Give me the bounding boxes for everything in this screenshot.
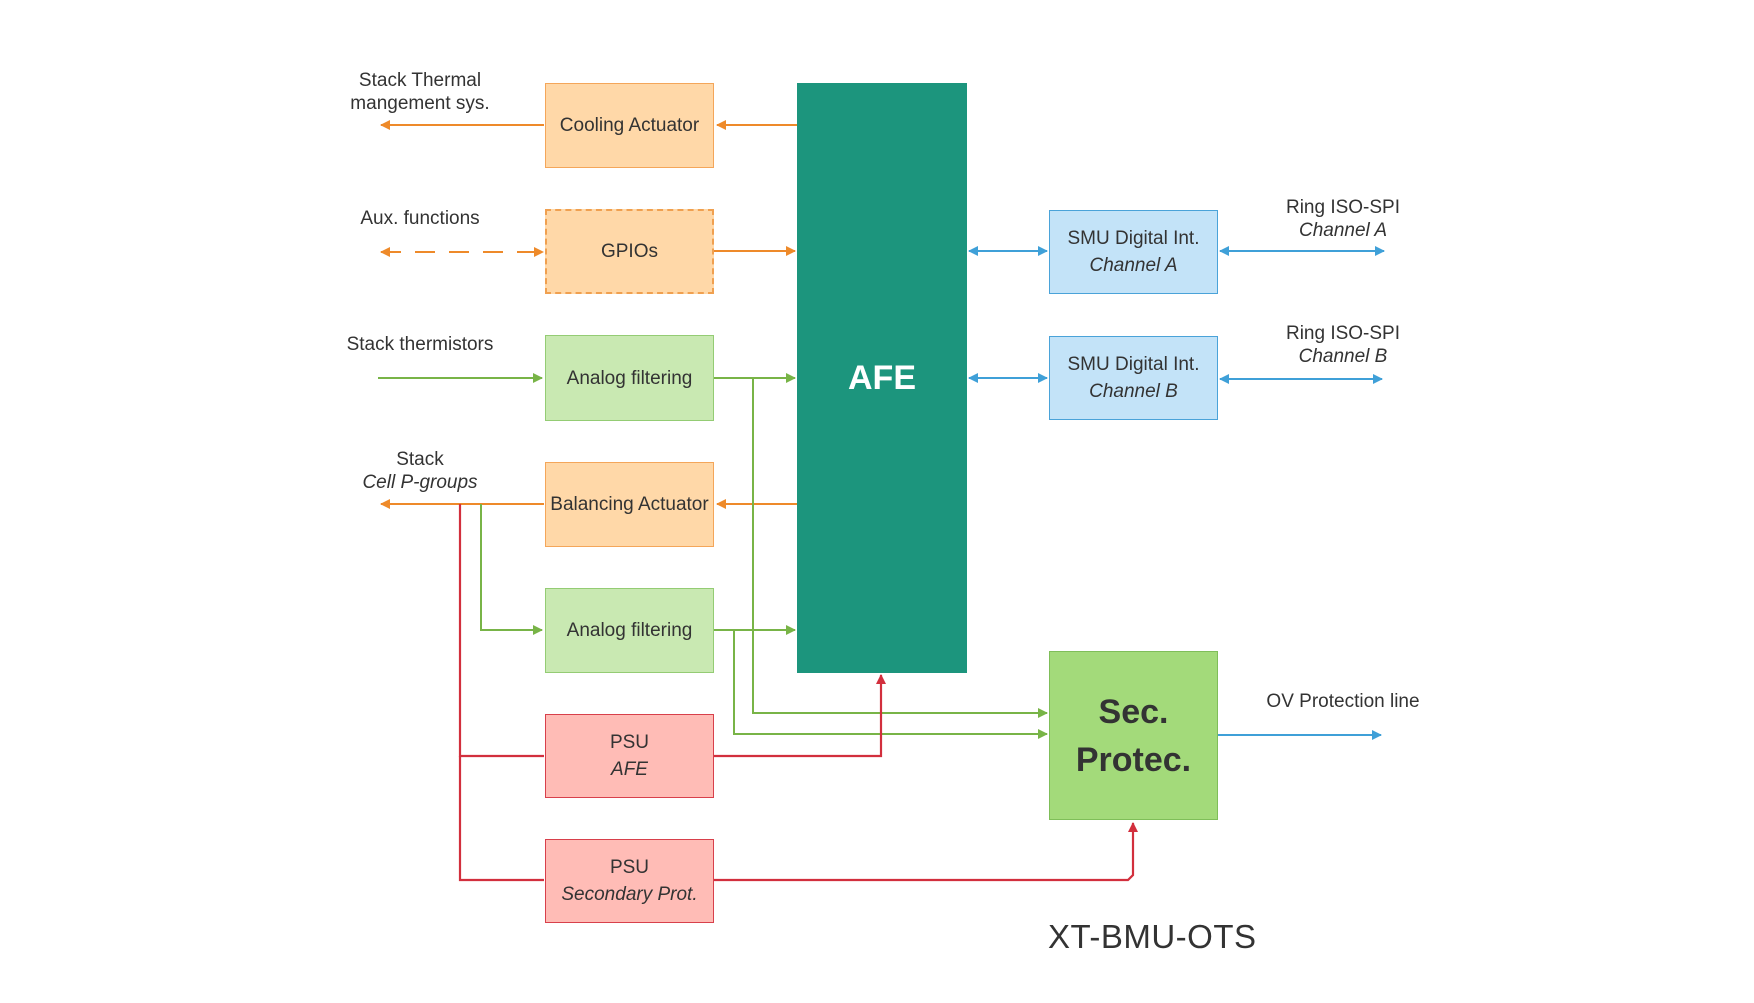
ring-a-line1: Ring ISO-SPI: [1285, 197, 1401, 218]
smu-a-label-2: Channel A: [1089, 255, 1178, 276]
ov-protection-text: OV Protection line: [1266, 691, 1420, 712]
psu-secondary-block[interactable]: PSU Secondary Prot.: [545, 839, 714, 923]
aux-functions-text: Aux. functions: [360, 208, 480, 229]
diagram-caption: XT-BMU-OTS: [1048, 918, 1257, 955]
analog-filtering-label-2: Analog filtering: [566, 620, 693, 641]
ring-a-line2: Channel A: [1298, 220, 1388, 241]
stack-thermal-label: Stack Thermal mangement sys.: [330, 69, 510, 115]
sec-protec-label-1: Sec.: [1098, 692, 1169, 731]
analog-filtering-block-1[interactable]: Analog filtering: [545, 335, 714, 421]
stack-thermistors-label: Stack thermistors: [330, 333, 510, 356]
arrow-cells-to-filter2: [480, 504, 543, 635]
smu-digital-channel-b-block[interactable]: SMU Digital Int. Channel B: [1049, 336, 1218, 420]
stack-thermal-line1: Stack Thermal: [358, 70, 482, 91]
stack-cells-label: Stack Cell P-groups: [330, 448, 510, 494]
cooling-actuator-block[interactable]: Cooling Actuator: [545, 83, 714, 168]
analog-filtering-label-1: Analog filtering: [566, 367, 693, 389]
smu-a-label-1: SMU Digital Int.: [1067, 228, 1200, 249]
sec-protec-block[interactable]: Sec. Protec.: [1049, 651, 1218, 820]
afe-label: AFE: [848, 358, 916, 397]
gpios-label: GPIOs: [600, 241, 658, 262]
stack-cells-line1: Stack: [396, 449, 444, 470]
arrow-filter2-to-secprot: [733, 630, 1048, 739]
ov-protection-line-label: OV Protection line: [1243, 690, 1443, 713]
ring-b-line2: Channel B: [1298, 346, 1388, 367]
ring-iso-spi-b-label: Ring ISO-SPI Channel B: [1253, 322, 1433, 368]
arrow-filter1-to-secprot: [752, 378, 1048, 718]
ring-iso-spi-a-label: Ring ISO-SPI Channel A: [1253, 196, 1433, 242]
ring-b-line1: Ring ISO-SPI: [1285, 323, 1401, 344]
arrow-psu-to-afe: [714, 674, 886, 758]
gpios-block[interactable]: GPIOs: [545, 209, 714, 294]
stack-thermistors-text: Stack thermistors: [346, 334, 494, 355]
arrow-psu-to-secprot: [714, 822, 1138, 882]
cooling-actuator-label: Cooling Actuator: [559, 115, 700, 136]
smu-digital-channel-a-block[interactable]: SMU Digital Int. Channel A: [1049, 210, 1218, 294]
psu-afe-label-2: AFE: [611, 759, 648, 780]
psu-afe-label-1: PSU: [609, 732, 650, 753]
psu-afe-block[interactable]: PSU AFE: [545, 714, 714, 798]
afe-block[interactable]: AFE: [797, 83, 967, 673]
smu-b-label-2: Channel B: [1089, 381, 1178, 402]
aux-functions-label: Aux. functions: [330, 207, 510, 230]
stack-thermal-line2: mangement sys.: [350, 93, 490, 114]
psu-secondary-label-1: PSU: [609, 857, 650, 878]
analog-filtering-block-2[interactable]: Analog filtering: [545, 588, 714, 673]
psu-secondary-label-2: Secondary Prot.: [561, 884, 698, 905]
sec-protec-label-2: Protec.: [1075, 740, 1192, 779]
balancing-actuator-block[interactable]: Balancing Actuator: [545, 462, 714, 547]
stack-cells-line2: Cell P-groups: [362, 472, 478, 493]
line-cells-to-psu-secondary: [458, 756, 544, 882]
balancing-actuator-label: Balancing Actuator: [550, 494, 709, 515]
smu-b-label-1: SMU Digital Int.: [1067, 354, 1200, 375]
